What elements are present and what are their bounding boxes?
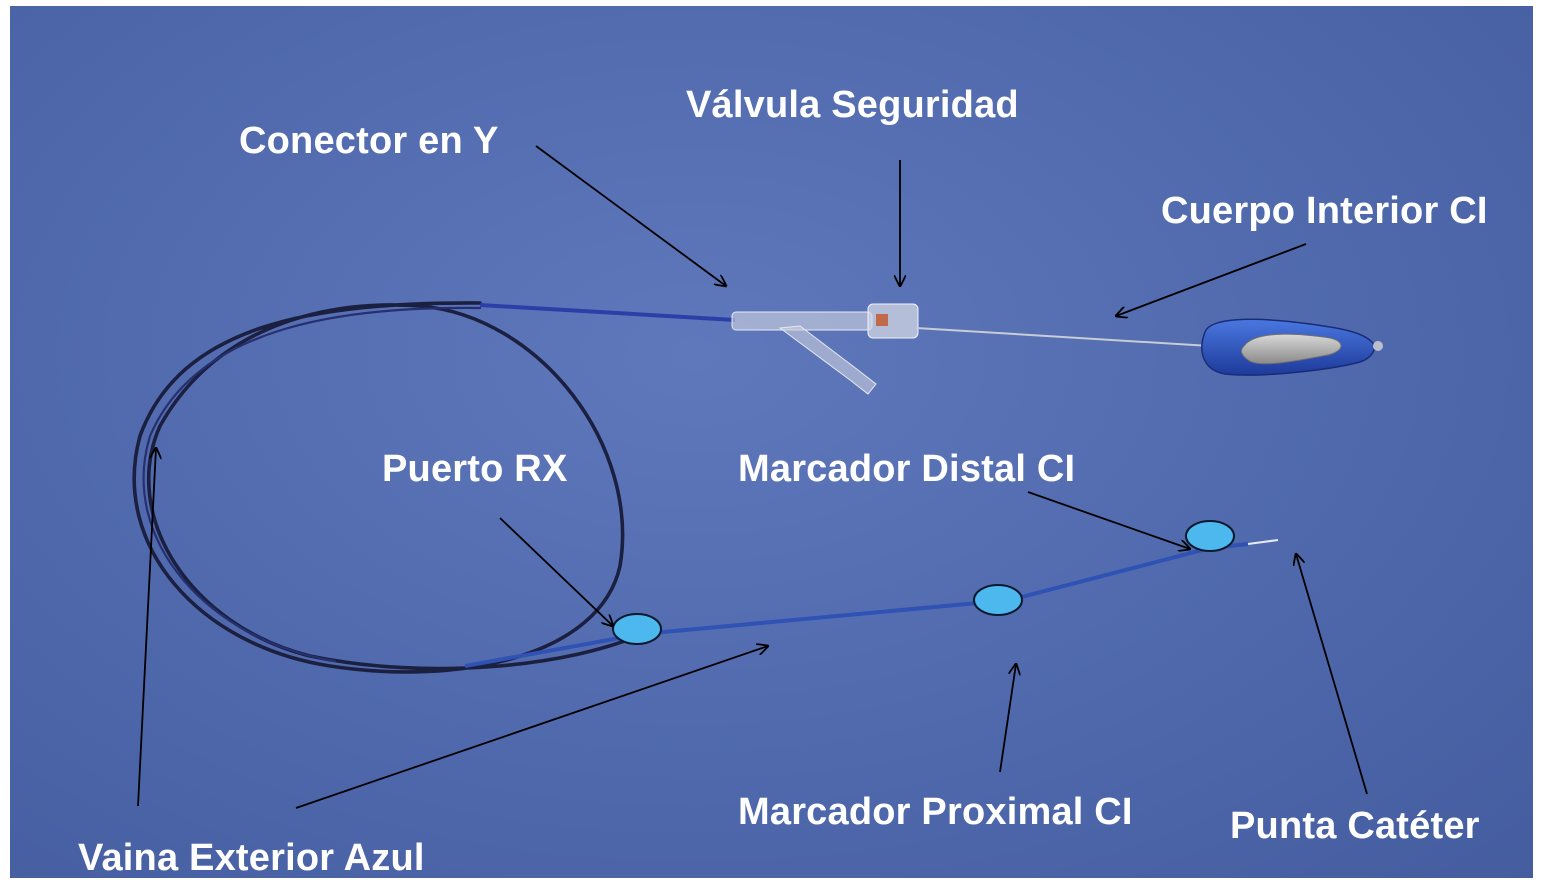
arrow-marcador-distal xyxy=(1027,491,1190,549)
lower-shaft xyxy=(464,542,1249,668)
label-marcador-proximal: Marcador Proximal CI xyxy=(738,791,1133,833)
y-connector xyxy=(731,303,919,395)
label-conector-y: Conector en Y xyxy=(239,120,499,162)
puerto-rx-marker xyxy=(612,613,662,645)
marcador-proximal-marker xyxy=(973,584,1023,616)
arrow-marcador-proximal xyxy=(999,664,1016,773)
inner-shaft xyxy=(915,327,1211,347)
arrow-cuerpo-interior xyxy=(1116,243,1307,316)
label-cuerpo-interior: Cuerpo Interior CI xyxy=(1161,190,1488,232)
label-marcador-distal: Marcador Distal CI xyxy=(738,448,1076,490)
upper-shaft xyxy=(479,303,736,322)
catheter-coil xyxy=(132,301,644,674)
catheter-tip xyxy=(1247,539,1279,545)
label-vaina-exterior: Vaina Exterior Azul xyxy=(78,837,425,878)
label-punta-cateter: Punta Catéter xyxy=(1230,805,1480,847)
arrow-punta xyxy=(1296,554,1368,795)
label-valvula-seguridad: Válvula Seguridad xyxy=(686,84,1019,126)
arrow-puerto-rx xyxy=(499,517,613,626)
label-puerto-rx: Puerto RX xyxy=(382,448,568,490)
arrow-vaina-coil xyxy=(137,448,156,807)
diagram-canvas: Conector en Y Válvula Seguridad Cuerpo I… xyxy=(10,6,1533,878)
arrow-vaina-shaft xyxy=(295,646,768,809)
marcador-distal-marker xyxy=(1185,520,1235,552)
handle xyxy=(1201,318,1383,376)
arrow-conector-y xyxy=(535,145,726,286)
catheter-illustration xyxy=(132,145,1383,809)
